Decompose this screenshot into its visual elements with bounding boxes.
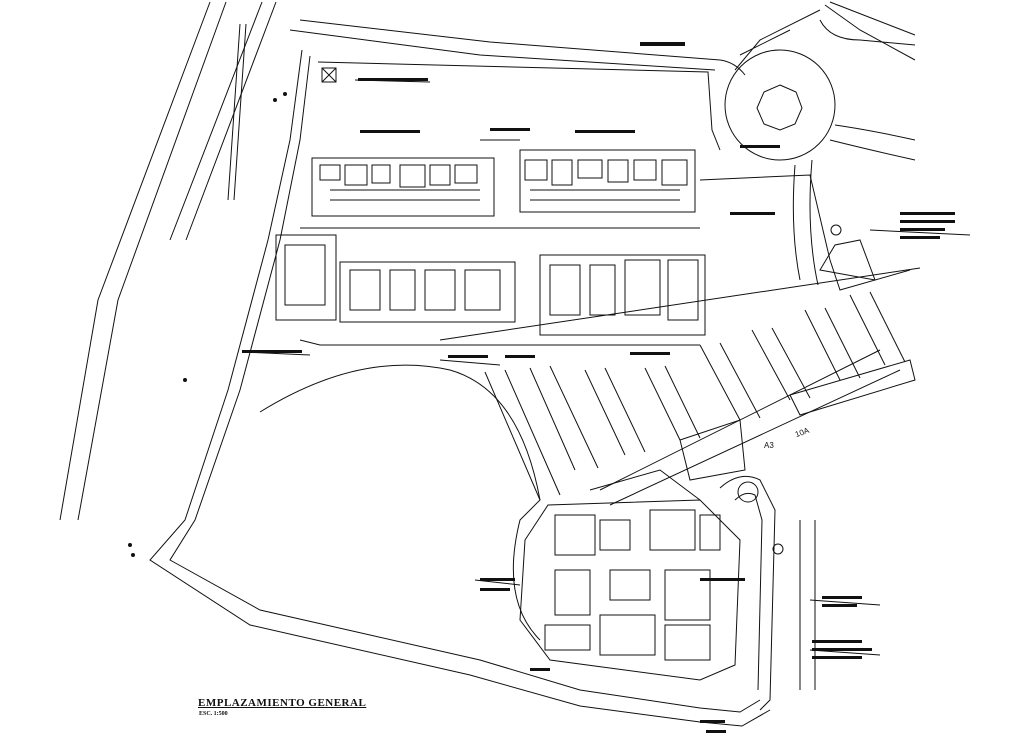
open-plaza: [259, 364, 541, 641]
drawing-title: EMPLAZAMIENTO GENERAL: [198, 697, 367, 709]
parking-area: [439, 267, 921, 506]
road-left: [59, 1, 277, 521]
building-cluster-middle: [275, 227, 706, 346]
road-right: [699, 159, 911, 711]
annotation-leaders: [241, 79, 971, 656]
survey-markers: [128, 67, 337, 557]
annotation-blocks: [242, 42, 955, 733]
building-cluster-south: [519, 469, 741, 681]
drawing-scale: ESC. 1:500: [199, 711, 228, 717]
marker-a3: A3: [764, 441, 774, 450]
roundabout-top: [724, 1, 916, 161]
building-cluster-north: [311, 149, 696, 217]
